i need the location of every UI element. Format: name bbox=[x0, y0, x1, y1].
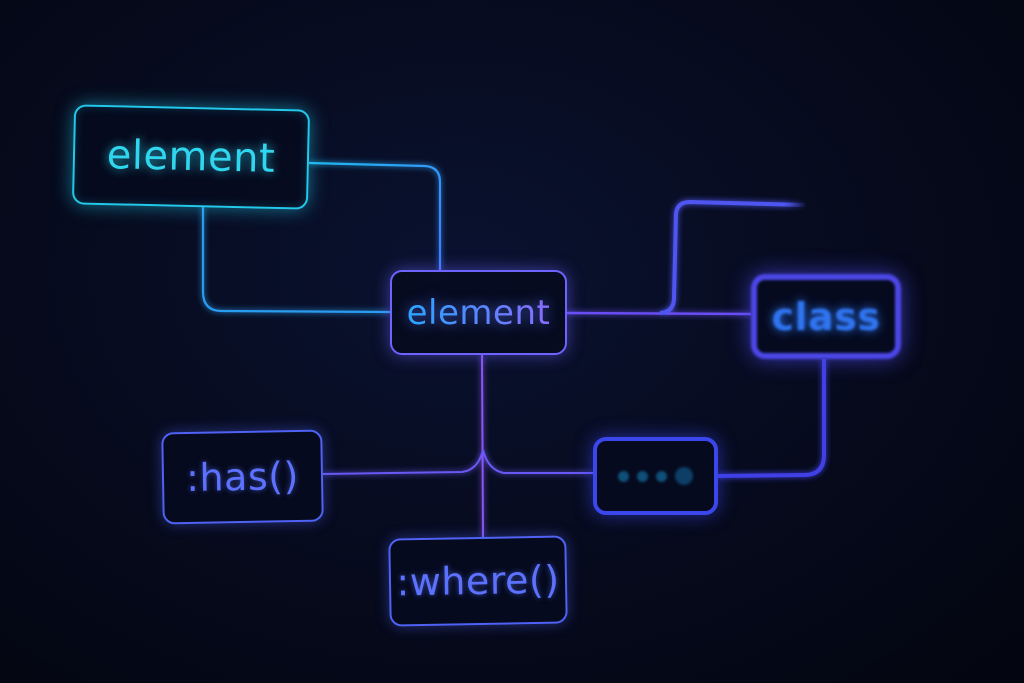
ellipsis-icon bbox=[618, 467, 693, 485]
node-middle-element[interactable]: element bbox=[390, 270, 567, 355]
node-label: class bbox=[771, 294, 881, 339]
edge-class-to-more bbox=[717, 359, 826, 478]
node-class[interactable]: class bbox=[751, 274, 901, 359]
edge-root-to-middle-top bbox=[308, 161, 442, 270]
node-more[interactable] bbox=[593, 437, 718, 515]
edge-fork-to-has bbox=[322, 449, 484, 475]
dot bbox=[675, 467, 693, 485]
node-label: :where() bbox=[396, 557, 560, 605]
node-has-selector[interactable]: :has() bbox=[161, 429, 324, 525]
edge-middle-to-class bbox=[566, 311, 752, 316]
dot bbox=[637, 470, 648, 482]
node-label: element bbox=[106, 132, 276, 182]
node-root-element[interactable]: element bbox=[71, 104, 311, 210]
node-label: :has() bbox=[185, 454, 300, 500]
node-where-selector[interactable]: :where() bbox=[388, 535, 568, 627]
edge-middle-down bbox=[481, 354, 484, 538]
edge-middle-to-branch bbox=[659, 199, 807, 315]
node-label: element bbox=[406, 292, 551, 333]
dot bbox=[618, 470, 629, 482]
dot bbox=[656, 470, 667, 482]
edge-root-to-middle-left bbox=[201, 207, 391, 314]
edge-fork-to-more bbox=[482, 449, 593, 474]
